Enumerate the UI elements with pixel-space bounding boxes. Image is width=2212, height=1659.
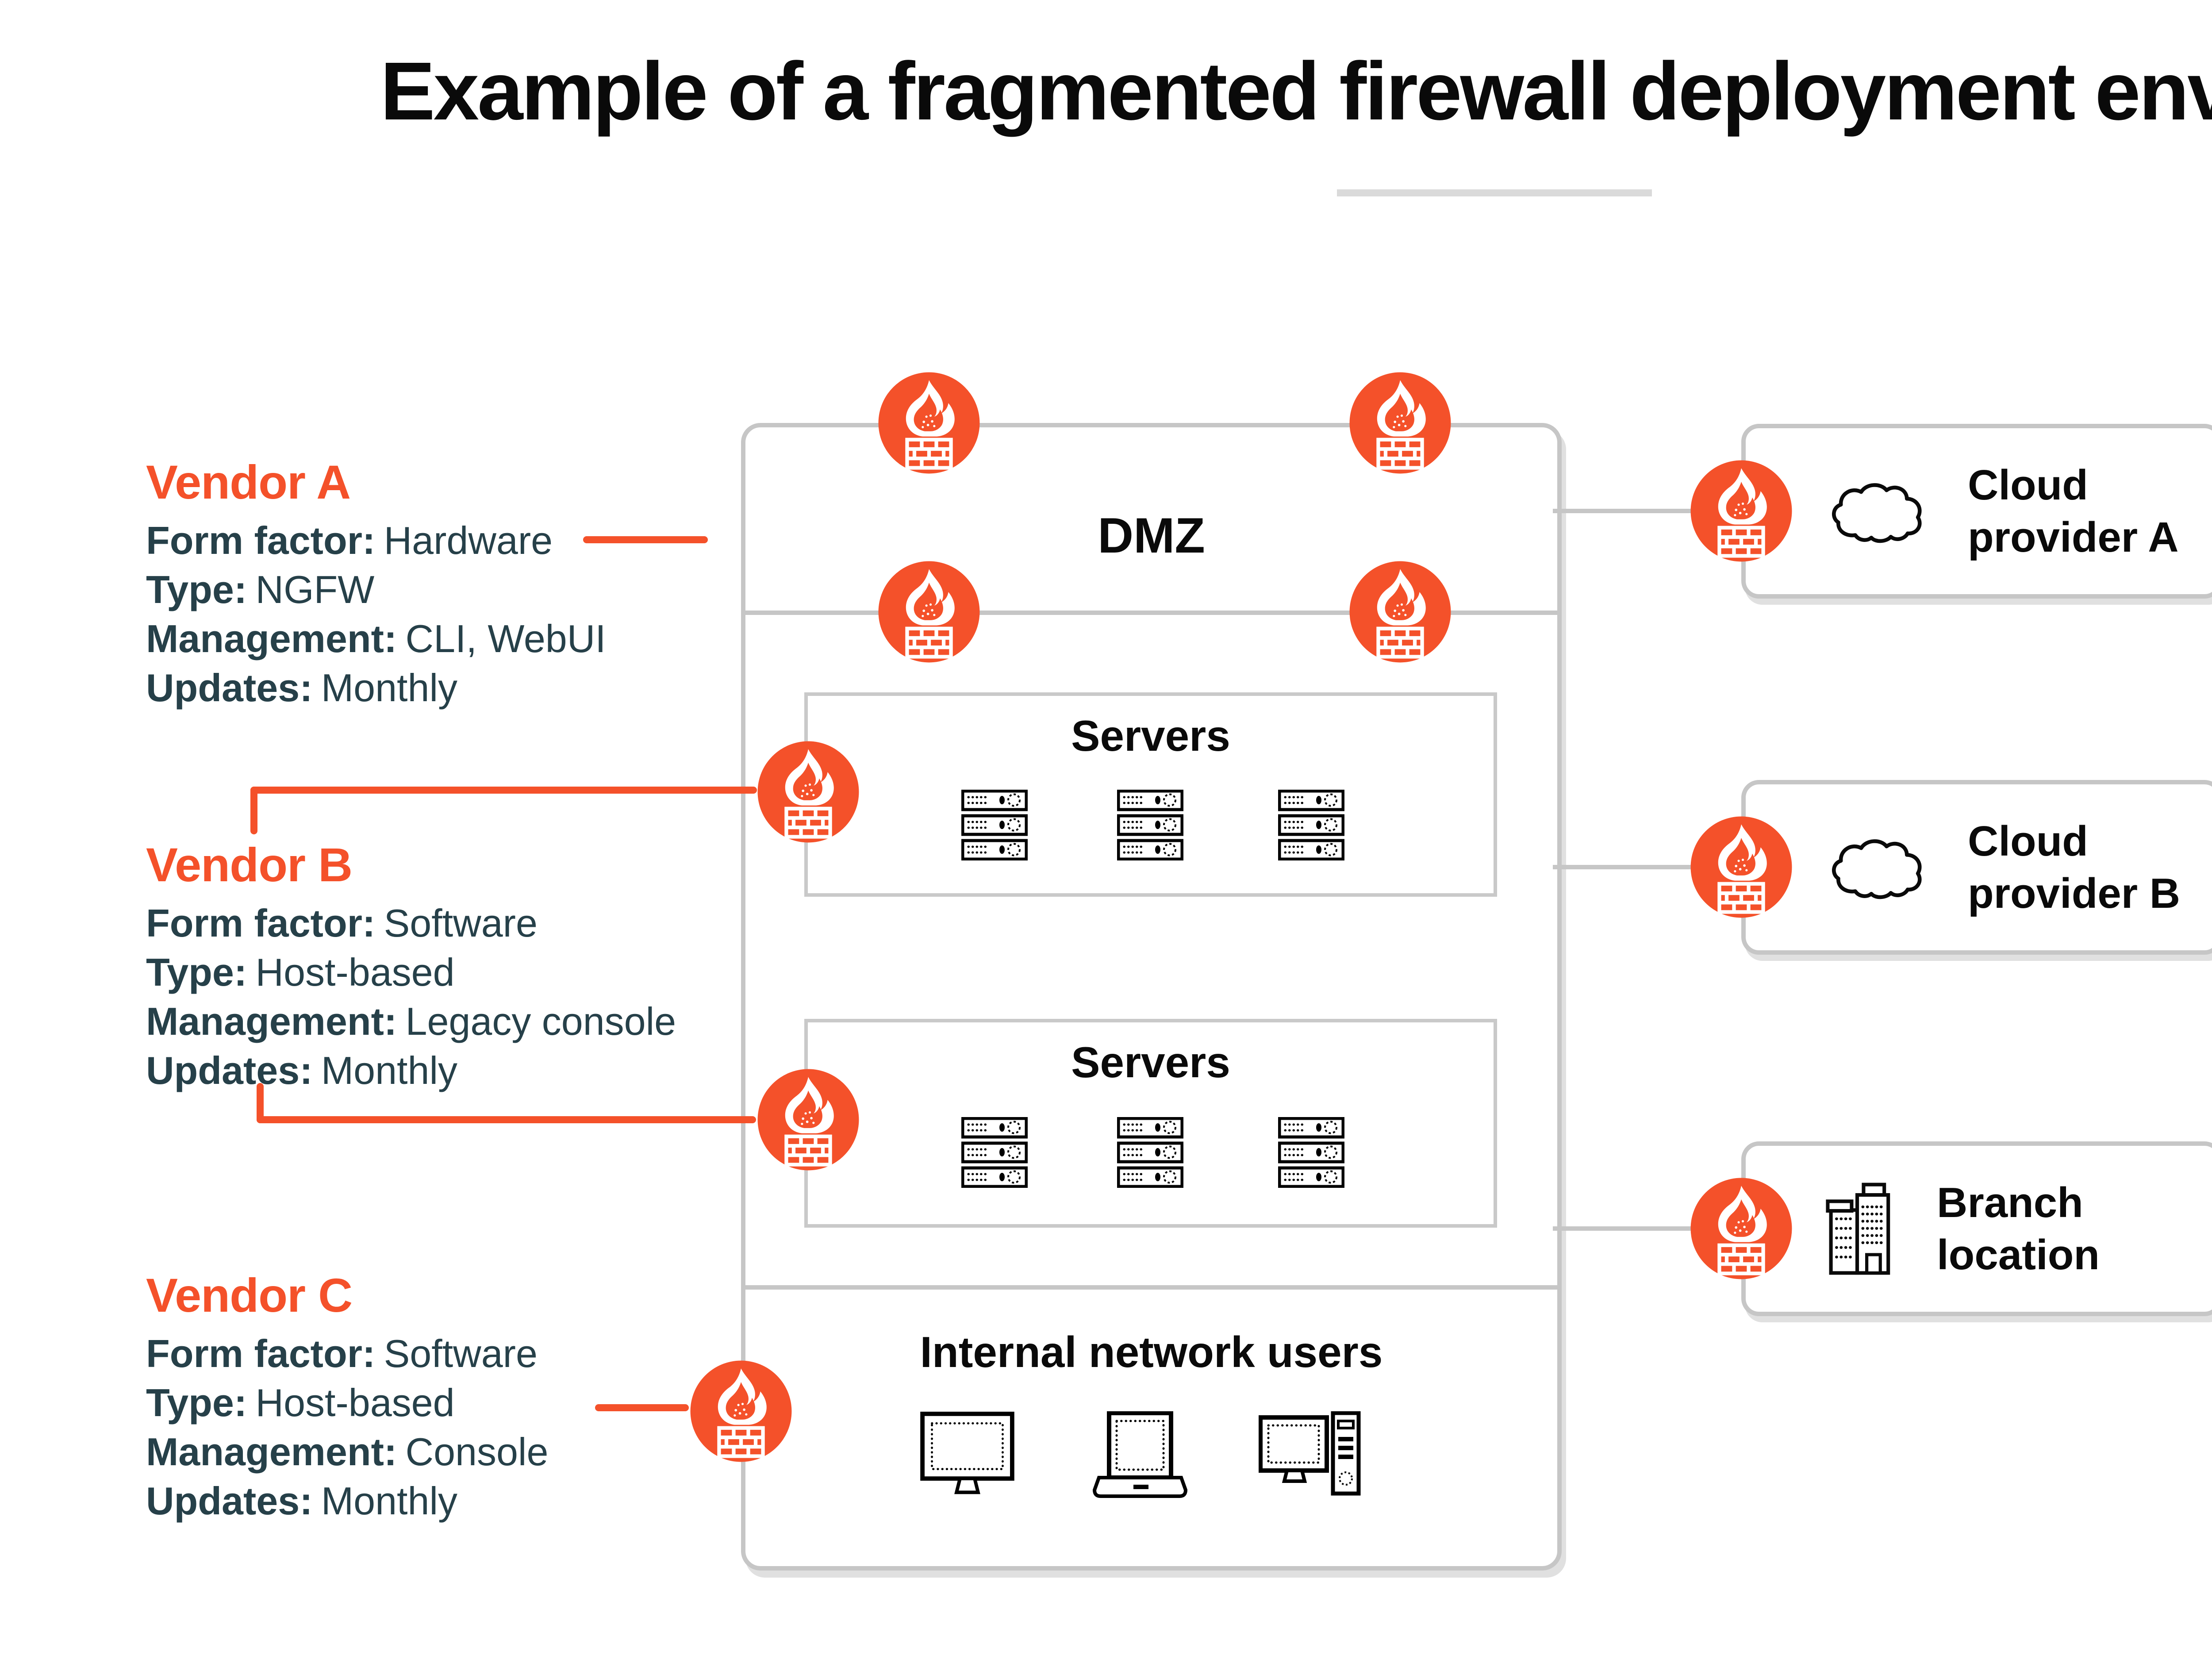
vendor-updates-row: Updates:Monthly bbox=[146, 1046, 765, 1095]
field-value: NGFW bbox=[255, 568, 375, 611]
servers-box-1: Servers bbox=[804, 692, 1497, 897]
vendor-updates-row: Updates:Monthly bbox=[146, 663, 765, 712]
vendor-form-factor-row: Form factor:Software bbox=[146, 899, 765, 948]
building-icon bbox=[1825, 1179, 1905, 1279]
vendor-a-block: Vendor A Form factor:Hardware Type:NGFW … bbox=[146, 456, 765, 712]
vendor-c-pointer-line bbox=[595, 1404, 689, 1411]
field-value: Monthly bbox=[321, 1479, 457, 1523]
vendor-updates-row: Updates:Monthly bbox=[146, 1476, 765, 1525]
vendor-b-pointer-elbow-lower bbox=[257, 1083, 264, 1123]
field-value: Hardware bbox=[384, 518, 553, 562]
field-label: Management: bbox=[146, 617, 397, 661]
vendor-management-row: Management:CLI, WebUI bbox=[146, 614, 765, 663]
page-title: Example of a fragmented firewall deploym… bbox=[380, 46, 2212, 137]
field-value: Software bbox=[384, 1332, 538, 1375]
firewall-icon bbox=[1689, 815, 1793, 919]
vendor-name: Vendor A bbox=[146, 455, 351, 509]
vendor-type-row: Type:Host-based bbox=[146, 1378, 765, 1427]
vendor-c-block: Vendor C Form factor:Software Type:Host-… bbox=[146, 1269, 765, 1525]
link-to-cloud-b bbox=[1553, 865, 1743, 869]
cloud-provider-b-box: Cloud provider B bbox=[1741, 780, 2212, 955]
desktop-monitor-icon bbox=[920, 1411, 1015, 1498]
vendor-b-pointer-elbow-upper bbox=[250, 787, 257, 834]
servers-label: Servers bbox=[1071, 711, 1230, 760]
cloud-icon bbox=[1825, 830, 1936, 906]
field-value: Monthly bbox=[321, 666, 457, 710]
vendor-form-factor-row: Form factor:Software bbox=[146, 1329, 765, 1378]
field-label: Management: bbox=[146, 1430, 397, 1474]
firewall-icon bbox=[756, 740, 860, 844]
vendor-name: Vendor B bbox=[146, 838, 353, 891]
branch-location-box: Branch location bbox=[1741, 1141, 2212, 1316]
server-rack-icon bbox=[1117, 1117, 1183, 1188]
internal-network-label: Internal network users bbox=[920, 1328, 1383, 1376]
server-rack-icon bbox=[1278, 1117, 1344, 1188]
laptop-icon bbox=[1089, 1411, 1191, 1500]
server-rack-icon bbox=[1278, 790, 1344, 860]
field-label: Form factor: bbox=[146, 1332, 376, 1375]
destination-label: Branch location bbox=[1937, 1179, 2100, 1279]
field-label: Updates: bbox=[146, 1479, 313, 1523]
dmz-label: DMZ bbox=[1098, 508, 1205, 563]
destination-label: Cloud provider B bbox=[1968, 817, 2181, 917]
vendor-form-factor-row: Form factor:Hardware bbox=[146, 516, 765, 565]
firewall-icon bbox=[756, 1068, 860, 1172]
internal-section-divider bbox=[745, 1285, 1557, 1290]
field-value: Host-based bbox=[255, 1381, 455, 1425]
firewall-icon bbox=[1348, 371, 1452, 475]
field-value: Monthly bbox=[321, 1048, 457, 1092]
field-label: Form factor: bbox=[146, 901, 376, 945]
link-to-cloud-a bbox=[1553, 509, 1743, 513]
vendor-b-block: Vendor B Form factor:Software Type:Host-… bbox=[146, 838, 765, 1095]
firewall-icon bbox=[1348, 560, 1452, 664]
vendor-a-pointer-line bbox=[583, 536, 708, 543]
servers-box-2: Servers bbox=[804, 1019, 1497, 1228]
vendor-name: Vendor C bbox=[146, 1268, 353, 1322]
field-value: Legacy console bbox=[405, 999, 676, 1043]
cloud-icon bbox=[1825, 473, 1936, 549]
vendor-b-pointer-line-lower bbox=[257, 1116, 756, 1123]
field-label: Type: bbox=[146, 950, 247, 994]
vendor-management-row: Management:Legacy console bbox=[146, 997, 765, 1046]
field-value: Software bbox=[384, 901, 538, 945]
firewall-icon bbox=[877, 371, 981, 475]
field-label: Type: bbox=[146, 568, 247, 611]
field-value: CLI, WebUI bbox=[405, 617, 606, 661]
field-label: Form factor: bbox=[146, 518, 376, 562]
server-rack-icon bbox=[961, 790, 1028, 860]
dmz-bottom-divider bbox=[745, 611, 1557, 615]
firewall-icon bbox=[1689, 459, 1793, 563]
cloud-provider-a-box: Cloud provider A bbox=[1741, 424, 2212, 599]
destination-label: Cloud provider A bbox=[1968, 461, 2179, 561]
field-value: Console bbox=[405, 1430, 549, 1474]
vendor-management-row: Management:Console bbox=[146, 1427, 765, 1476]
firewall-icon bbox=[877, 560, 981, 664]
server-rack-icon bbox=[961, 1117, 1028, 1188]
link-to-branch bbox=[1553, 1226, 1743, 1231]
field-label: Type: bbox=[146, 1381, 247, 1425]
field-label: Updates: bbox=[146, 1048, 313, 1092]
firewall-icon bbox=[1689, 1176, 1793, 1281]
field-value: Host-based bbox=[255, 950, 455, 994]
vendor-type-row: Type:NGFW bbox=[146, 565, 765, 614]
title-underline bbox=[1337, 189, 1652, 196]
vendor-b-pointer-line-upper bbox=[250, 787, 757, 794]
vendor-type-row: Type:Host-based bbox=[146, 948, 765, 997]
servers-label: Servers bbox=[1071, 1038, 1230, 1087]
field-label: Updates: bbox=[146, 666, 313, 710]
field-label: Management: bbox=[146, 999, 397, 1043]
desktop-with-tower-icon bbox=[1259, 1411, 1363, 1500]
server-rack-icon bbox=[1117, 790, 1183, 860]
